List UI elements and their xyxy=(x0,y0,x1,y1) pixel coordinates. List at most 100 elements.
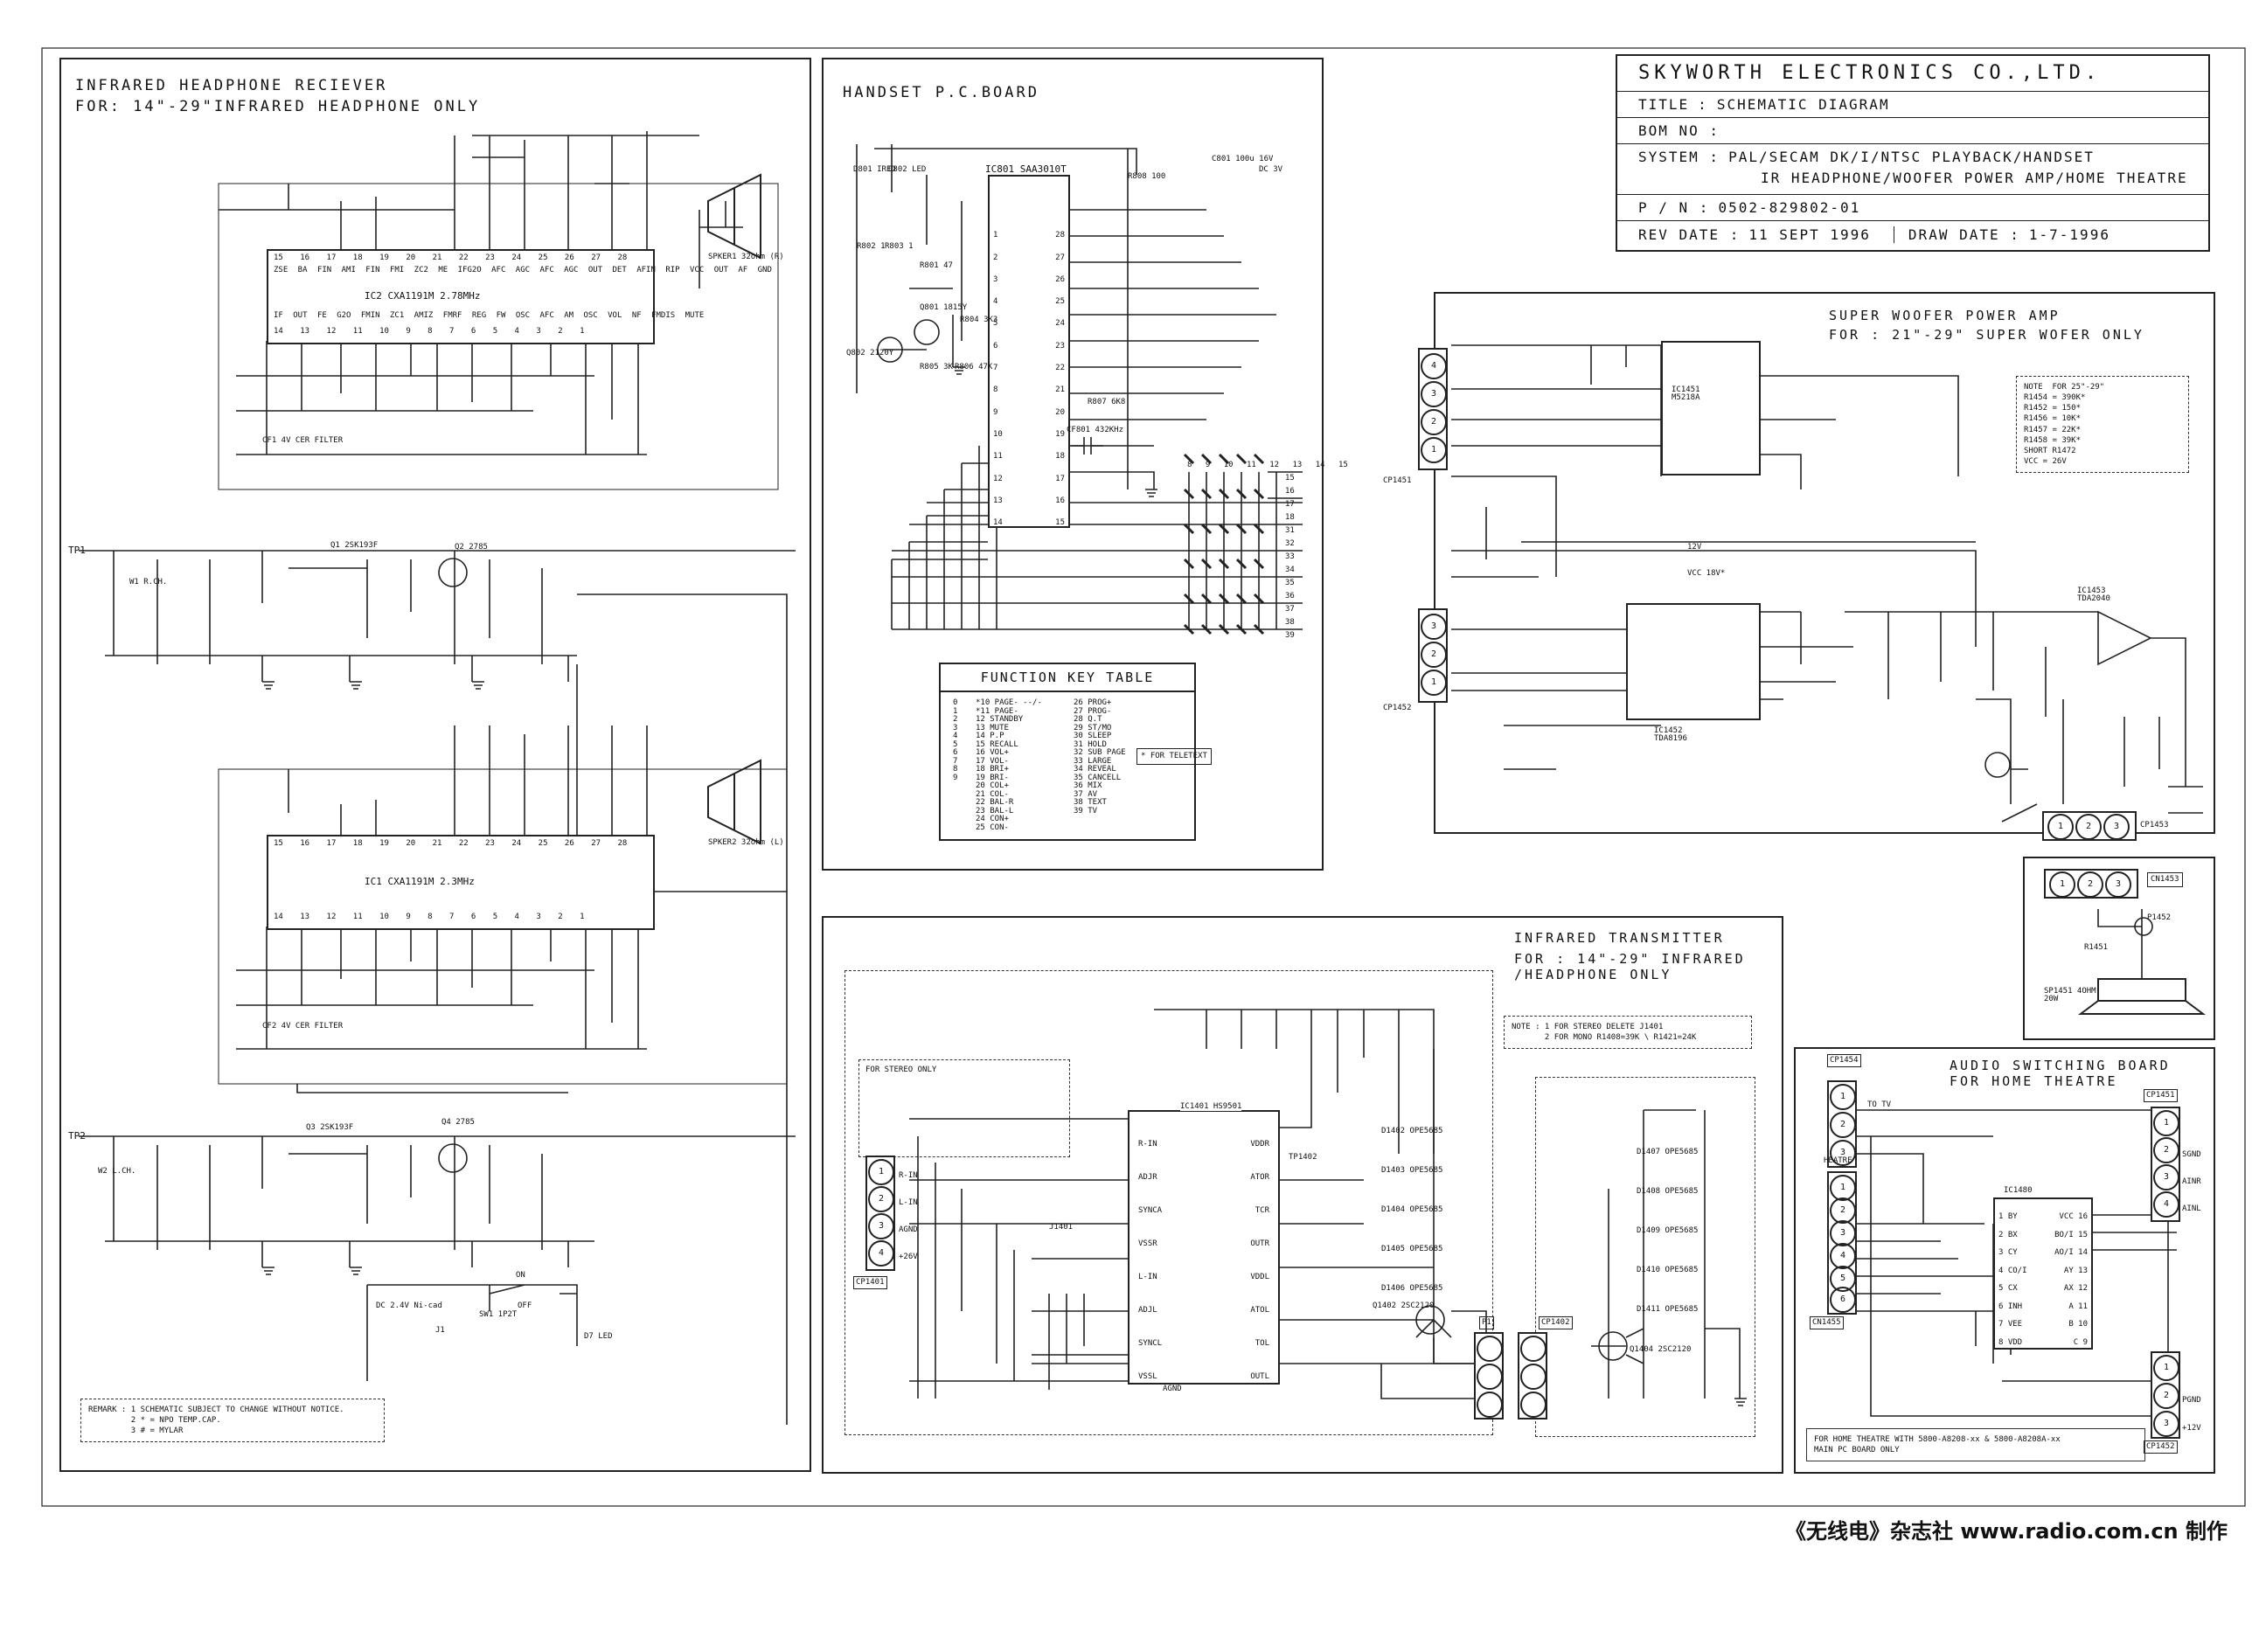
speaker1-label: SPKER1 32ohm (R) xyxy=(708,253,784,261)
sp1451-label: SP1451 4OHM 20W xyxy=(2044,987,2096,1003)
stereo-only-box xyxy=(858,1059,1070,1157)
j1-label: J1 xyxy=(435,1326,445,1335)
audio-switch-note: FOR HOME THEATRE WITH 5800-A8208-xx & 58… xyxy=(1806,1428,2145,1462)
q4-label: Q4 2785 xyxy=(441,1118,475,1127)
cn1453-label: CN1453 xyxy=(2147,872,2183,887)
cp1452-as-pin-names: PGND+12V xyxy=(2182,1396,2201,1433)
system-value-1: PAL/SECAM DK/I/NTSC PLAYBACK/HANDSET xyxy=(1728,149,2095,165)
tp2-label: TP2 xyxy=(68,1130,86,1142)
bom-row: BOM NO : xyxy=(1617,119,2208,144)
system-value-2: IR HEADPHONE/WOOFER POWER AMP/HOME THEAT… xyxy=(1761,170,2188,186)
d802-label: D802 LED xyxy=(888,165,927,174)
ic2-chip: IC2 CXA1191M 2.78MHz 15 16 17 18 19 20 2… xyxy=(267,249,772,344)
woofer-note: NOTE FOR 25"-29" R1454 = 390K* R1452 = 1… xyxy=(2016,376,2189,474)
r806-label: R806 47K xyxy=(955,363,993,371)
fkt-title: FUNCTION KEY TABLE xyxy=(941,664,1194,692)
ic1451-label: IC1451 M5218A xyxy=(1672,385,1700,402)
cn1453-panel xyxy=(2023,857,2215,1040)
cp1452-label: CP1452 xyxy=(1383,704,1412,712)
stereo-only-label: FOR STEREO ONLY xyxy=(865,1065,937,1074)
ic801-label: IC801 SAA3010T xyxy=(985,163,1067,175)
q1-label: Q1 2SK193F xyxy=(330,541,379,550)
r803-label: R803 1 xyxy=(885,242,914,251)
to-tv-label: TO TV xyxy=(1867,1100,1892,1109)
q1402-label: Q1402 2SC2120 xyxy=(1373,1301,1435,1310)
pn-value: 0502-829802-01 xyxy=(1718,199,1861,216)
cp1452-as-label: CP1452 xyxy=(2144,1440,2178,1454)
ic1-label: IC1 CXA1191M 2.3MHz xyxy=(365,876,475,887)
q3-label: Q3 2SK193F xyxy=(306,1123,354,1132)
ic1-chip: IC1 CXA1191M 2.3MHz 15 16 17 18 19 20 21… xyxy=(267,835,655,930)
vcc-label: VCC 18V* xyxy=(1687,569,1726,578)
cf801-label: CF801 432KHz xyxy=(1067,426,1124,434)
woofer-subtitle: FOR : 21"-29" SUPER WOFER ONLY xyxy=(1829,327,2144,343)
ic1452-label: IC1452 TDA8196 xyxy=(1654,726,1687,743)
heatre-label: HEATRE xyxy=(1824,1156,1852,1165)
receiver-panel: INFRARED HEADPHONE RECIEVER FOR: 14"-29"… xyxy=(59,58,811,1472)
receiver-title: INFRARED HEADPHONE RECIEVER xyxy=(75,77,388,94)
company-name: SKYWORTH ELECTRONICS CO.,LTD. xyxy=(1617,56,2208,92)
sw1-label: SW1 1P2T xyxy=(479,1310,518,1319)
receiver-remark: REMARK : 1 SCHEMATIC SUBJECT TO CHANGE W… xyxy=(80,1399,385,1443)
cp1454-label: CP1454 xyxy=(1827,1054,1861,1067)
d7-label: D7 LED xyxy=(584,1332,613,1341)
q1404-label: Q1404 2SC2120 xyxy=(1630,1345,1692,1354)
fkt-teletext-note: * FOR TELETEXT xyxy=(1136,748,1212,765)
handset-title: HANDSET P.C.BOARD xyxy=(843,84,1039,101)
ic2-bottom-names: IF OUT FE G2O FMIN ZC1 AMIZ FMRF REG FW … xyxy=(274,311,705,320)
d801-label: D801 IRED xyxy=(853,165,896,174)
receiver-subtitle: FOR: 14"-29"INFRARED HEADPHONE ONLY xyxy=(75,98,481,115)
cp1451-label: CP1451 xyxy=(1383,476,1412,485)
handset-panel: HANDSET P.C.BOARD xyxy=(822,58,1324,871)
system-row: SYSTEM :PAL/SECAM DK/I/NTSC PLAYBACK/HAN… xyxy=(1617,145,2208,195)
r807-label: R807 6K8 xyxy=(1088,398,1126,406)
audio-switch-title: AUDIO SWITCHING BOARD xyxy=(1950,1058,2171,1073)
cp1451-as-label: CP1451 xyxy=(2144,1089,2178,1102)
agnd-label: AGND xyxy=(1163,1385,1182,1393)
dc3v-label: DC 3V xyxy=(1259,165,1283,174)
r808-label: R808 100 xyxy=(1128,172,1166,181)
transmitter-inner-box xyxy=(844,970,1493,1435)
rev-value: 11 SEPT 1996 xyxy=(1748,226,1871,243)
c801-label: C801 100u 16V xyxy=(1212,155,1274,163)
woofer-panel: SUPER WOOFER POWER AMP FOR : 21"-29" SUP… xyxy=(1434,292,2215,834)
r801-label: R801 47 xyxy=(920,261,953,270)
ic2-top-pins: 15 16 17 18 19 20 21 22 23 24 25 26 27 2… xyxy=(274,253,628,262)
v12-label: 12V xyxy=(1687,543,1702,552)
transmitter-title: INFRARED TRANSMITTER xyxy=(1514,930,1725,946)
r804-label: R804 3K3 xyxy=(960,316,998,324)
ic1-top-pins: 15 16 17 18 19 20 21 22 23 24 25 26 27 2… xyxy=(274,839,628,848)
pn-row: P / N : 0502-829802-01 xyxy=(1617,196,2208,221)
ic2-bottom-pins: 14 13 12 11 10 9 8 7 6 5 4 3 2 1 xyxy=(274,327,585,336)
tp1-label: TP1 xyxy=(68,545,86,556)
woofer-title: SUPER WOOFER POWER AMP xyxy=(1829,308,2061,323)
pn-label: P / N : xyxy=(1638,199,1710,216)
cp1453-label: CP1453 xyxy=(2140,821,2169,829)
title-block: SKYWORTH ELECTRONICS CO.,LTD. TITLE:SCHE… xyxy=(1616,54,2210,252)
draw-label: DRAW DATE : xyxy=(1893,226,2020,243)
battery-label: DC 2.4V Ni-cad xyxy=(376,1301,442,1310)
speaker2-label: SPKER2 32ohm (L) xyxy=(708,838,784,847)
off-label: OFF xyxy=(518,1301,532,1310)
cp1402-connector xyxy=(1518,1332,1547,1419)
